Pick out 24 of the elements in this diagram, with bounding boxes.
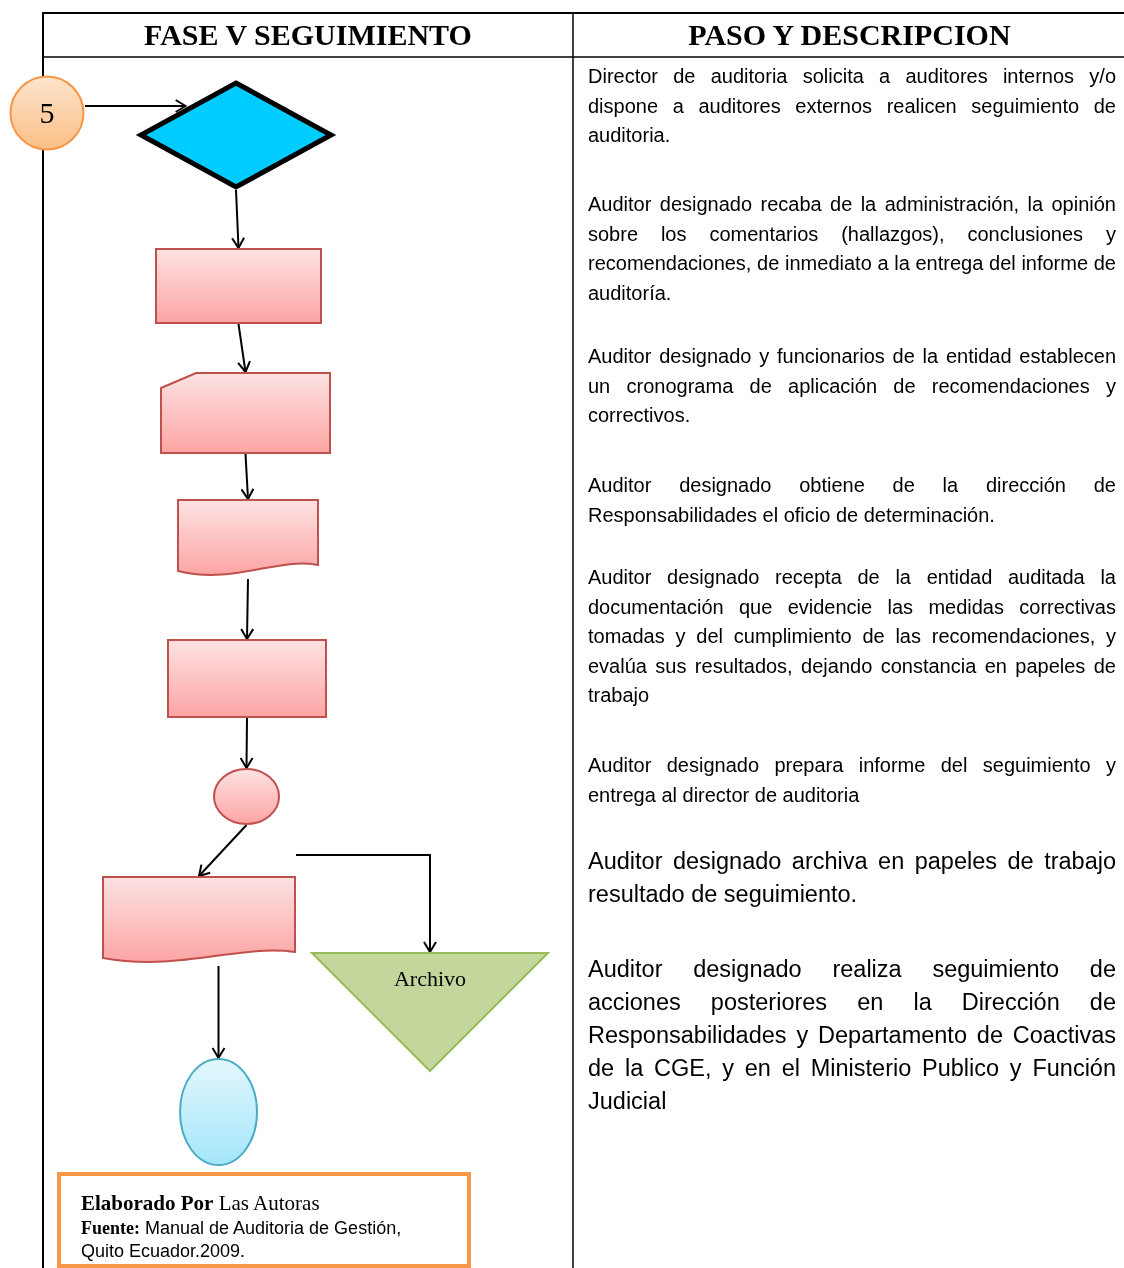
- column-header: FASE V SEGUIMIENTO: [144, 18, 472, 52]
- arrow: [231, 189, 246, 249]
- arrow: [239, 717, 254, 769]
- step-description: Auditor designado recaba de la administración, la opinión sobre los comentarios (hallazgos), conclusiones y recomendaciones, de inmediato a la entrega del informe de auditoría.: [588, 192, 1116, 306]
- column-header: PASO Y DESCRIPCION: [688, 18, 1011, 52]
- step-description: Auditor designado prepara informe del seguimiento y entrega al director de auditoria: [588, 753, 1116, 808]
- arrow: [240, 578, 255, 640]
- source-note-text: Fuente: Manual de Auditoria de Gestión, Quito Ecuador.2009.: [81, 1217, 403, 1263]
- step-description: Auditor designado archiva en papeles de trabajo resultado de seguimiento.: [588, 847, 1116, 909]
- arrow: [198, 824, 248, 877]
- source-note-box: [57, 1172, 471, 1268]
- step-description: Auditor designado realiza seguimiento de acciones posteriores en la Dirección de Responsabilidades y Departamento de Coactivas de la CGE, y en el Ministerio Publico y Función Judicial: [588, 955, 1116, 1116]
- source-note-text: Elaborado Por Las Autoras: [81, 1192, 321, 1215]
- step-number: 5: [39, 96, 55, 130]
- step-description: Auditor designado y funcionarios de la entidad establecen un cronograma de aplicación de recomendaciones y correctivos.: [588, 344, 1116, 428]
- step-description: Auditor designado obtiene de la dirección de Responsabilidades el oficio de determinación.: [588, 473, 1116, 528]
- arrow: [237, 323, 251, 373]
- node-label: Archivo: [393, 966, 467, 992]
- arrow: [84, 99, 187, 113]
- arrow: [295, 854, 437, 953]
- arrow: [211, 965, 226, 1059]
- arrow: [240, 453, 255, 500]
- step-description: Director de auditoria solicita a auditores internos y/o dispone a auditores externos realicen seguimiento de auditoria.: [588, 64, 1116, 148]
- step-description: Auditor designado recepta de la entidad auditada la documentación que evidencie las medidas correctivas tomadas y del cumplimiento de las recomendaciones, y evalúa sus resultados, dejando constancia en papeles de trabajo: [588, 565, 1116, 708]
